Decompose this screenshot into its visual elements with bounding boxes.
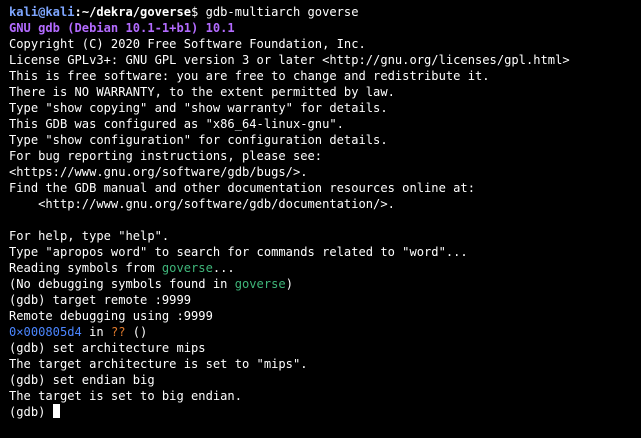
function-parens: (): [125, 325, 148, 339]
architecture-result: The target architecture is set to "mips"…: [9, 357, 308, 371]
endian-result: The target is set to big endian.: [9, 389, 242, 403]
banner-line: This is free software: you are free to c…: [9, 69, 490, 83]
unknown-function: ??: [110, 325, 126, 339]
reading-suffix: ...: [212, 261, 235, 275]
stop-location-line: 0×000805d4 in ?? (): [9, 324, 641, 340]
banner-line: [9, 212, 641, 228]
banner-line: This GDB was configured as "x86_64-linux…: [9, 117, 344, 131]
banner-line: Copyright (C) 2020 Free Software Foundat…: [9, 37, 366, 51]
no-debug-prefix: (No debugging symbols found in: [9, 277, 235, 291]
gdb-command-set-architecture: (gdb) set architecture mips: [9, 341, 206, 355]
remote-debugging-line: Remote debugging using :9999: [9, 309, 213, 323]
banner-line: License GPLv3+: GNU GPL version 3 or lat…: [9, 53, 570, 67]
reading-symbols-line: Reading symbols from goverse...: [9, 260, 641, 276]
gdb-version-line: GNU gdb (Debian 10.1-1+b1) 10.1: [9, 21, 235, 35]
program-counter-address: 0×000805d4: [9, 325, 82, 339]
banner-line: Type "show configuration" for configurat…: [9, 133, 388, 147]
banner-line: For bug reporting instructions, please s…: [9, 149, 323, 163]
banner-line: Find the GDB manual and other documentat…: [9, 181, 475, 195]
prompt-separator: :: [74, 5, 82, 19]
no-debug-suffix: ): [285, 277, 293, 291]
binary-name: goverse: [234, 277, 286, 291]
gdb-prompt: (gdb): [9, 405, 53, 419]
banner-line: For help, type "help".: [9, 229, 170, 243]
in-word: in: [81, 325, 111, 339]
gdb-command-set-endian: (gdb) set endian big: [9, 373, 155, 387]
banner-line: Type "show copying" and "show warranty" …: [9, 101, 388, 115]
shell-command: gdb-multiarch goverse: [198, 5, 359, 19]
text-cursor[interactable]: [52, 404, 60, 418]
prompt-path: ~/dekra/goverse: [81, 5, 192, 19]
prompt-user-host: kali@kali: [9, 5, 75, 19]
no-debug-symbols-line: (No debugging symbols found in goverse): [9, 276, 641, 292]
prompt-symbol: $: [191, 5, 199, 19]
banner-line: There is NO WARRANTY, to the extent perm…: [9, 85, 395, 99]
banner-line: <http://www.gnu.org/software/gdb/documen…: [9, 197, 395, 211]
binary-name: goverse: [161, 261, 213, 275]
reading-prefix: Reading symbols from: [9, 261, 162, 275]
banner-line: <https://www.gnu.org/software/gdb/bugs/>…: [9, 165, 308, 179]
gdb-command-target-remote: (gdb) target remote :9999: [9, 293, 192, 307]
shell-prompt-line: kali@kali:~/dekra/goverse$ gdb-multiarch…: [9, 4, 641, 20]
banner-line: Type "apropos word" to search for comman…: [9, 245, 468, 259]
gdb-input-line[interactable]: (gdb): [9, 404, 641, 420]
